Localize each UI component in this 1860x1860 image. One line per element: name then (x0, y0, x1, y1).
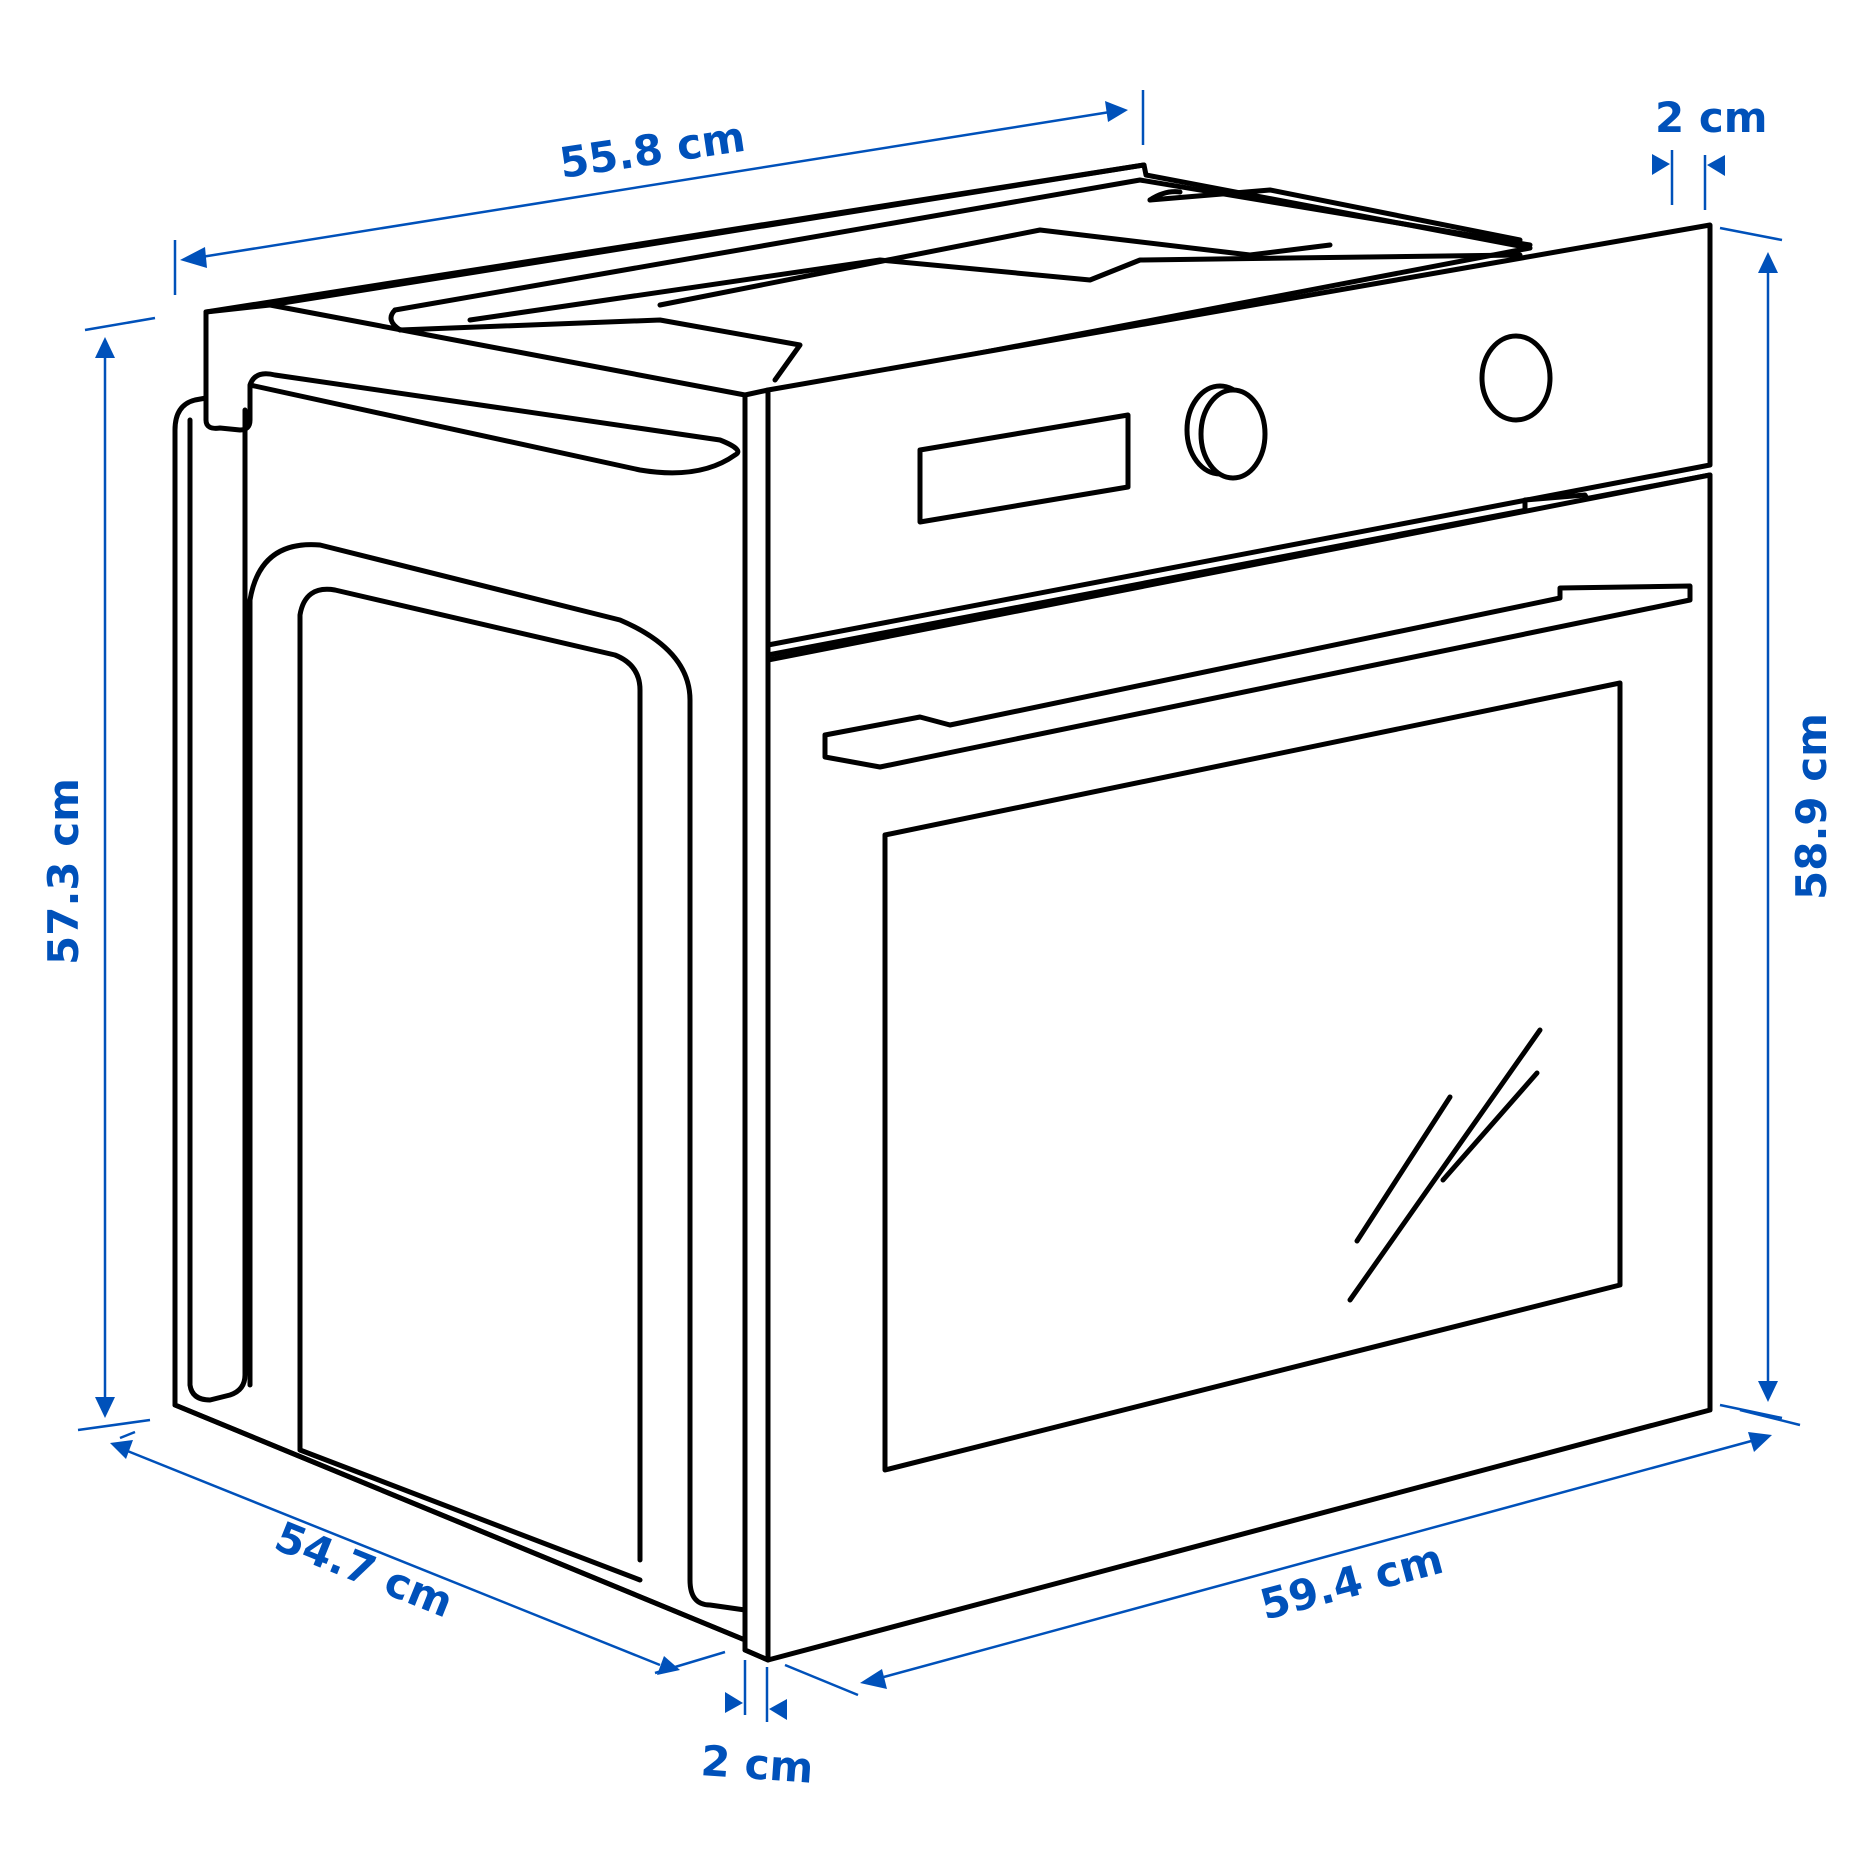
oven-window (882, 680, 1623, 1473)
label-front-lip-top: 2 cm (1655, 93, 1768, 142)
label-front-width: 59.4 cm (1255, 1534, 1448, 1630)
label-front-lip-bottom: 2 cm (699, 1736, 815, 1793)
oven-body (172, 162, 1533, 1643)
oven-front (742, 222, 1713, 1663)
label-left-height: 57.3 cm (39, 778, 88, 965)
door-handle (822, 583, 1693, 770)
dimension-right-height: 58.9 cm (1719, 226, 1836, 1420)
dimension-front-lip-top: 2 cm (1652, 93, 1768, 210)
left-knob (1184, 383, 1268, 481)
oven-side-panel (172, 162, 1533, 1643)
dimension-left-height: 57.3 cm (39, 316, 156, 1432)
label-bottom-depth: 54.7 cm (268, 1512, 460, 1627)
right-knob (1479, 333, 1553, 423)
label-right-height: 58.9 cm (1787, 713, 1836, 900)
dimension-front-lip-bottom: 2 cm (699, 1660, 815, 1793)
display-window (917, 412, 1131, 525)
window-glare (1347, 1027, 1543, 1303)
label-top-depth: 55.8 cm (556, 112, 748, 188)
